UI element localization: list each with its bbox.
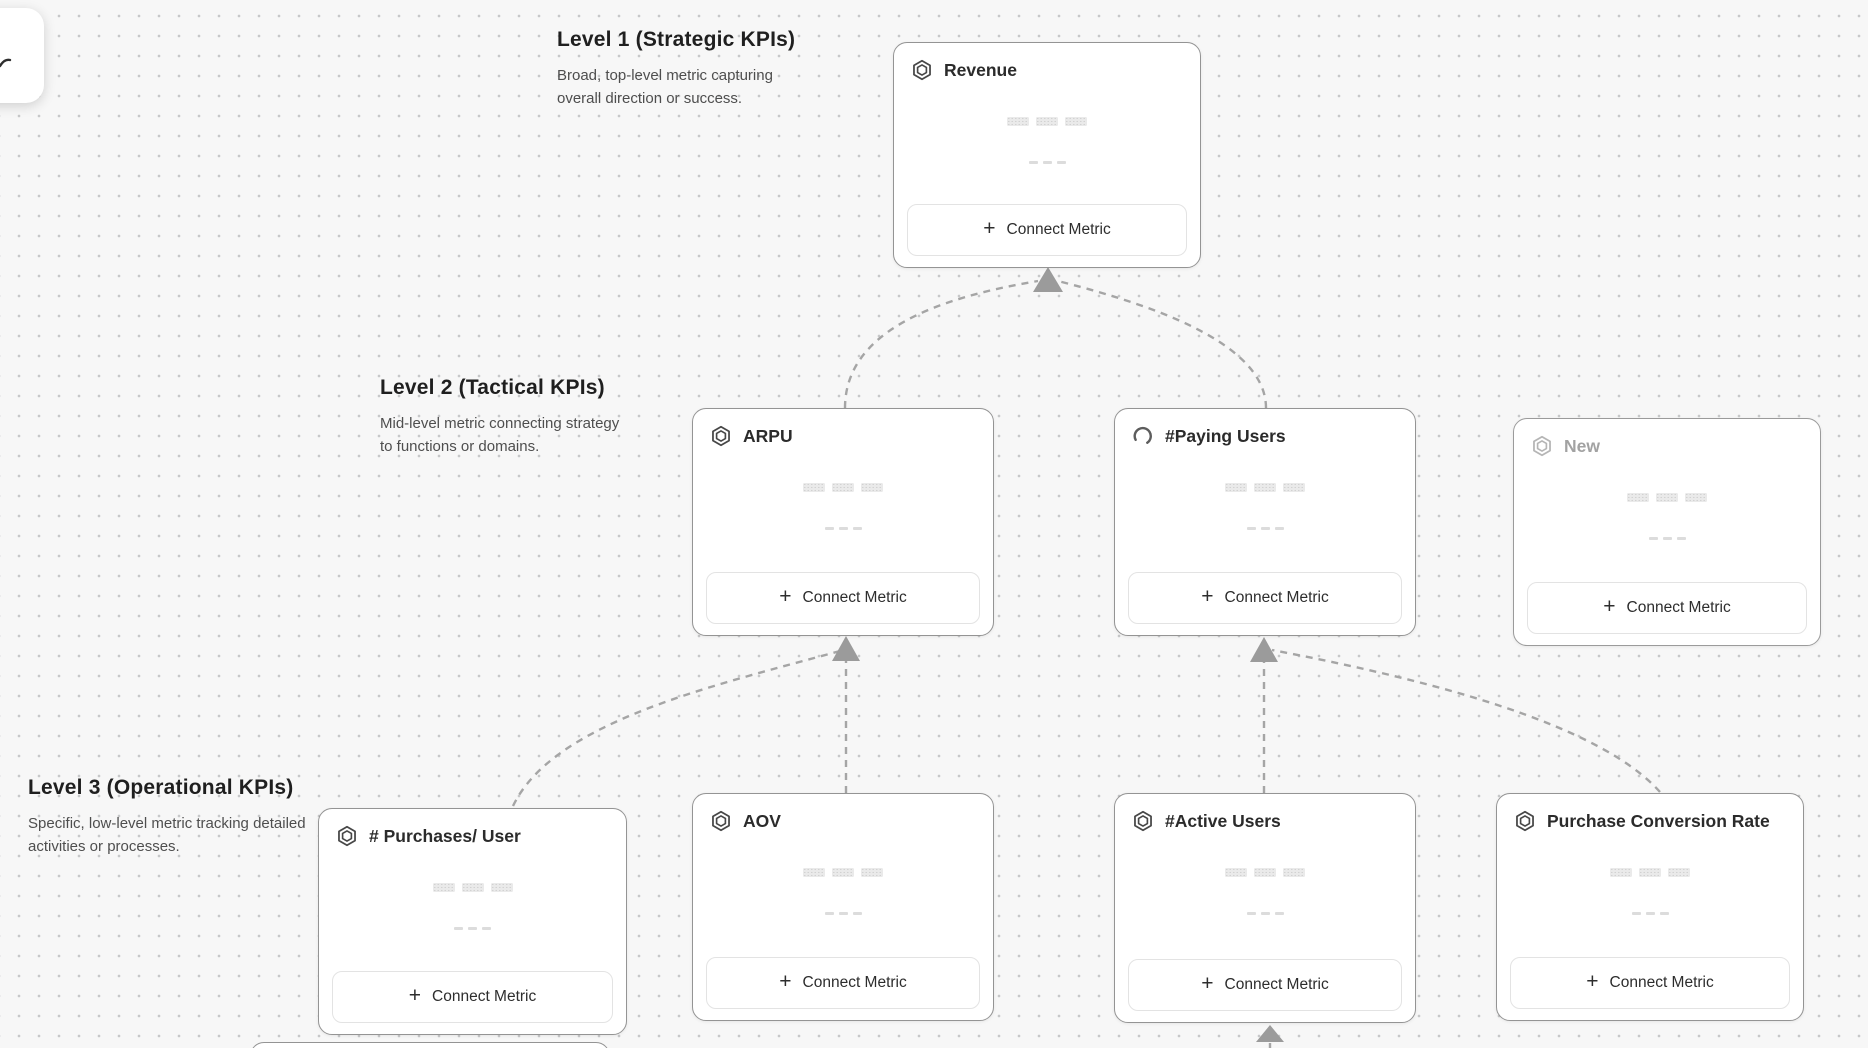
loading-spinner-icon <box>1132 425 1154 447</box>
metric-hexagon-icon <box>336 825 358 847</box>
connect-metric-label: Connect Metric <box>802 974 907 991</box>
level2-description: Mid-level metric connecting strategy to … <box>380 415 620 455</box>
card-title: # Purchases/ User <box>369 825 521 846</box>
connect-metric-button[interactable]: + Connect Metric <box>1128 572 1402 624</box>
metric-value-placeholder <box>894 117 1200 126</box>
level3-title: Level 3 (Operational KPIs) <box>28 776 294 799</box>
metric-hexagon-icon <box>1531 435 1553 457</box>
connect-metric-label: Connect Metric <box>1006 221 1111 238</box>
connect-metric-label: Connect Metric <box>432 988 537 1005</box>
card-title: New <box>1564 435 1600 456</box>
plus-icon: + <box>1603 595 1616 618</box>
metric-sparkline-placeholder <box>693 527 993 530</box>
metric-hexagon-icon <box>1514 810 1536 832</box>
card-header: Revenue <box>894 43 1200 81</box>
card-title: #Active Users <box>1165 810 1281 831</box>
metric-sparkline-placeholder <box>894 161 1200 164</box>
connect-metric-label: Connect Metric <box>1224 589 1329 606</box>
metric-sparkline-placeholder <box>1115 527 1415 530</box>
metric-sparkline-placeholder <box>1497 912 1803 915</box>
level1-title: Level 1 (Strategic KPIs) <box>557 28 796 51</box>
card-title: #Paying Users <box>1165 425 1286 446</box>
level1-label: Level 1 (Strategic KPIs) Broad, top-leve… <box>557 28 817 110</box>
metric-card-purchase-conversion-rate[interactable]: Purchase Conversion Rate + Connect Metri… <box>1496 793 1804 1021</box>
plus-icon: + <box>1586 970 1599 993</box>
connect-metric-button[interactable]: + Connect Metric <box>907 204 1187 256</box>
level1-description: Broad, top-level metric capturing overal… <box>557 67 773 107</box>
card-header: # Purchases/ User <box>319 809 626 847</box>
card-header: Purchase Conversion Rate <box>1497 794 1803 832</box>
metric-card-aov[interactable]: AOV + Connect Metric <box>692 793 994 1021</box>
card-title: ARPU <box>743 425 793 446</box>
connect-metric-button[interactable]: + Connect Metric <box>1128 959 1402 1011</box>
metric-value-placeholder <box>693 868 993 877</box>
connect-metric-label: Connect Metric <box>802 589 907 606</box>
card-header: AOV <box>693 794 993 832</box>
metric-value-placeholder <box>319 883 626 892</box>
metric-card-arpu[interactable]: ARPU + Connect Metric <box>692 408 994 636</box>
metric-card-revenue[interactable]: Revenue + Connect Metric <box>893 42 1201 268</box>
connect-metric-button[interactable]: + Connect Metric <box>1510 957 1790 1009</box>
connect-metric-button[interactable]: + Connect Metric <box>706 957 980 1009</box>
metric-card-paying-users[interactable]: #Paying Users + Connect Metric <box>1114 408 1416 636</box>
connect-metric-button[interactable]: + Connect Metric <box>332 971 613 1023</box>
plus-icon: + <box>408 984 422 1007</box>
level3-label: Level 3 (Operational KPIs) Specific, low… <box>28 776 308 858</box>
floating-tool-panel[interactable] <box>0 8 44 103</box>
card-header: ARPU <box>693 409 993 447</box>
level2-label: Level 2 (Tactical KPIs) Mid-level metric… <box>380 376 630 458</box>
metric-sparkline-placeholder <box>1115 912 1415 915</box>
plus-icon: + <box>779 970 792 993</box>
metric-sparkline-placeholder <box>319 927 626 930</box>
plus-icon: + <box>1201 585 1214 608</box>
card-header: New <box>1514 419 1820 457</box>
metric-sparkline-placeholder <box>693 912 993 915</box>
metric-hexagon-icon <box>1132 810 1154 832</box>
connect-metric-button[interactable]: + Connect Metric <box>1527 582 1807 634</box>
level3-description: Specific, low-level metric tracking deta… <box>28 815 306 855</box>
metric-hexagon-icon <box>911 59 933 81</box>
card-header: #Paying Users <box>1115 409 1415 447</box>
card-title: Purchase Conversion Rate <box>1547 810 1770 831</box>
connect-metric-label: Connect Metric <box>1224 976 1329 993</box>
metric-value-placeholder <box>1115 483 1415 492</box>
card-title: Revenue <box>944 59 1017 80</box>
cursor-tool-icon <box>0 58 12 68</box>
metric-value-placeholder <box>1497 868 1803 877</box>
plus-icon: + <box>779 585 792 608</box>
card-title: AOV <box>743 810 781 831</box>
connect-metric-button[interactable]: + Connect Metric <box>706 572 980 624</box>
metric-hexagon-icon <box>710 810 732 832</box>
plus-icon: + <box>983 217 996 240</box>
metric-card-new[interactable]: New + Connect Metric <box>1513 418 1821 646</box>
metric-value-placeholder <box>693 483 993 492</box>
card-header: #Active Users <box>1115 794 1415 832</box>
metric-card-active-users[interactable]: #Active Users + Connect Metric <box>1114 793 1416 1023</box>
metric-hexagon-icon <box>710 425 732 447</box>
connect-metric-label: Connect Metric <box>1609 974 1714 991</box>
connect-metric-label: Connect Metric <box>1626 599 1731 616</box>
level2-title: Level 2 (Tactical KPIs) <box>380 376 605 399</box>
plus-icon: + <box>1201 972 1214 995</box>
metric-card-purchases-per-user[interactable]: # Purchases/ User + Connect Metric <box>318 808 627 1035</box>
metric-card-partial-bottom[interactable] <box>250 1042 610 1048</box>
metric-value-placeholder <box>1514 493 1820 502</box>
metric-sparkline-placeholder <box>1514 537 1820 540</box>
metric-value-placeholder <box>1115 868 1415 877</box>
